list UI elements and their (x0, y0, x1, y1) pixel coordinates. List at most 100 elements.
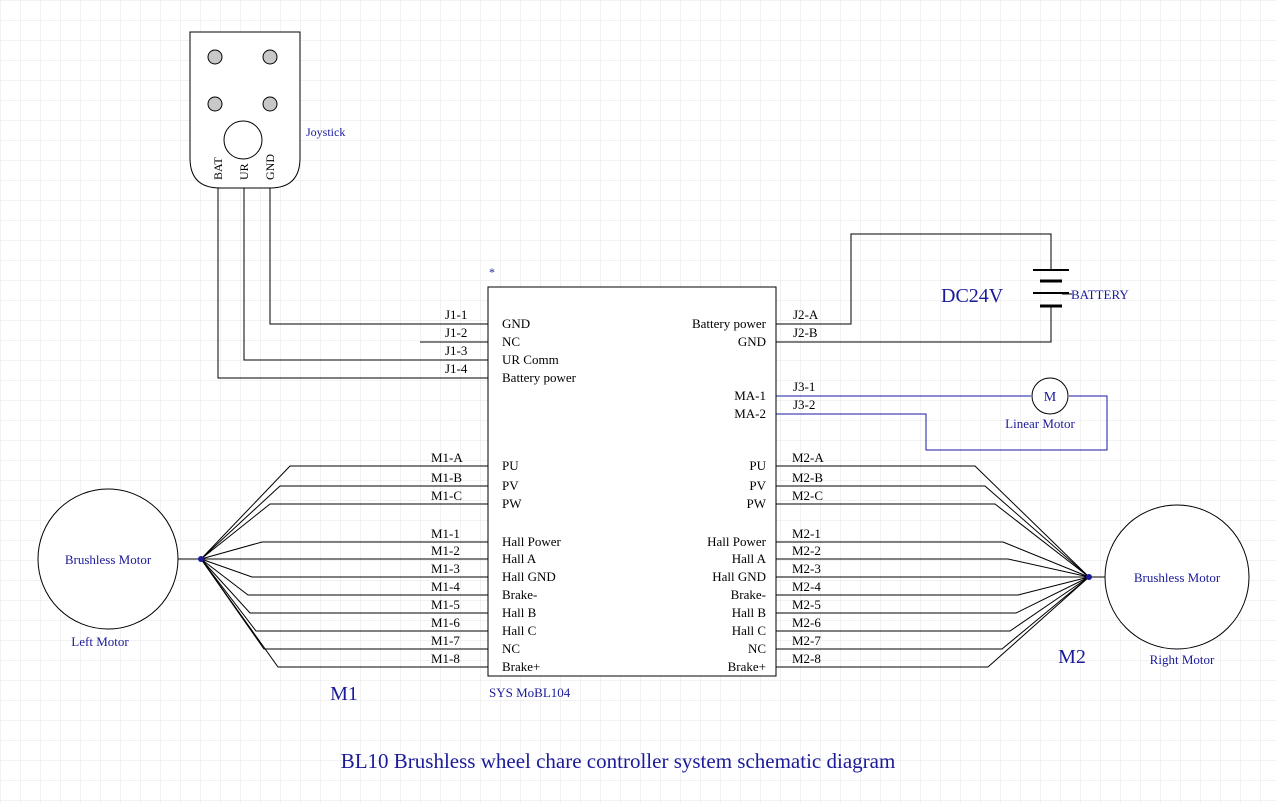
right-pin-label: GND (738, 334, 766, 349)
joystick-body (189, 31, 301, 189)
wire-label-m1: M1-6 (431, 615, 460, 630)
right-pin-label: Battery power (692, 316, 767, 331)
controller-marker: * (489, 265, 495, 279)
wire-label-m2: M2-3 (792, 561, 821, 576)
left-pin-label: PV (502, 478, 519, 493)
wire-label-m1: M1-2 (431, 543, 460, 558)
wires (178, 188, 1108, 668)
wire-label-m2: M2-B (792, 470, 823, 485)
shapes (37, 31, 1250, 677)
right-pin-label: NC (748, 641, 766, 656)
left-pin-label: NC (502, 334, 520, 349)
wire-label-m1: M1-1 (431, 526, 460, 541)
wire-label-j1: J1-3 (445, 343, 467, 358)
wire-m1 (200, 503, 488, 560)
left-pin-label: NC (502, 641, 520, 656)
joystick-hole (262, 96, 278, 112)
left-pin-label: Battery power (502, 370, 577, 385)
wire-label-m2: M2-C (792, 488, 823, 503)
wire-label-m1: M1-A (431, 450, 463, 465)
wire-m2 (776, 576, 1090, 632)
linear-motor-letter: M (1044, 390, 1057, 405)
wire-m2 (776, 576, 1090, 650)
wire-label-m2: M2-A (792, 450, 824, 465)
wire-m2 (776, 465, 1090, 578)
wire-j1-1 (269, 188, 488, 325)
wire-label-m2: M2-6 (792, 615, 821, 630)
joystick-pin-label: UR (237, 163, 251, 180)
wire-label-m2: M2-1 (792, 526, 821, 541)
joystick-hole (207, 49, 223, 65)
right-pin-label: Hall A (732, 551, 767, 566)
wire-label-j1: J1-4 (445, 361, 468, 376)
left-pin-label: Hall Power (502, 534, 562, 549)
right-pin-label: Hall B (732, 605, 767, 620)
wire-m1 (200, 485, 488, 560)
left-pin-label: PW (502, 496, 522, 511)
right-pin-label: Hall GND (712, 569, 766, 584)
diagram-title: BL10 Brushless wheel chare controller sy… (341, 749, 896, 773)
right-pin-label: Brake- (731, 587, 766, 602)
wire-m2 (776, 576, 1090, 614)
right-motor-junction (1086, 574, 1092, 580)
wire-label-m2: M2-7 (792, 633, 821, 648)
left-pin-label: Hall A (502, 551, 537, 566)
linear-motor-label: Linear Motor (1005, 416, 1075, 431)
battery-label: BATTERY (1071, 287, 1129, 302)
wire-m1 (200, 541, 488, 560)
left-pin-label: Hall B (502, 605, 537, 620)
joystick-knob (223, 120, 263, 160)
wire-label-m1: M1-C (431, 488, 462, 503)
wire-label-m2: M2-4 (792, 579, 821, 594)
left-pin-label: Hall GND (502, 569, 556, 584)
wire-m1 (200, 558, 488, 632)
right-pin-label: PW (747, 496, 767, 511)
wire-label-m1: M1-B (431, 470, 462, 485)
right-motor-body-label: Brushless Motor (1134, 570, 1221, 585)
wire-j1-4 (217, 188, 488, 379)
wire-label-m1: M1-8 (431, 651, 460, 666)
linear-motor-symbol (1031, 377, 1069, 415)
left-pin-label: Hall C (502, 623, 536, 638)
joystick-pin-label: GND (263, 154, 277, 180)
wire-m2 (776, 503, 1090, 578)
controller-box (487, 286, 777, 677)
wire-m1 (200, 558, 488, 578)
right-pin-label: Brake+ (728, 659, 766, 674)
wire-j2-a (776, 233, 1052, 325)
wire-label-m1: M1-3 (431, 561, 460, 576)
wire-label-j1: J1-1 (445, 307, 467, 322)
left-motor-circle (37, 488, 179, 630)
left-motor-group: M1 (330, 683, 358, 705)
wire-j3-2 (776, 395, 1108, 451)
wire-m1 (200, 558, 488, 614)
left-pin-label: UR Comm (502, 352, 559, 367)
controller-name: SYS MoBL104 (489, 685, 571, 700)
wire-j2-b (776, 306, 1052, 343)
right-pin-label: Hall C (732, 623, 766, 638)
left-pin-label: Brake- (502, 587, 537, 602)
right-motor-label: Right Motor (1150, 652, 1215, 667)
left-motor-body-label: Brushless Motor (65, 552, 152, 567)
joystick-hole (262, 49, 278, 65)
left-pin-label: Brake+ (502, 659, 540, 674)
wire-label-m1: M1-7 (431, 633, 460, 648)
wire-label-m2: M2-8 (792, 651, 821, 666)
left-motor-junction (198, 556, 204, 562)
right-pin-label: MA-1 (734, 388, 766, 403)
battery-voltage: DC24V (941, 285, 1004, 307)
wire-m2 (776, 485, 1090, 578)
wire-m2 (776, 576, 1090, 668)
wire-label-j2: J2-B (793, 325, 818, 340)
wire-m2 (776, 541, 1090, 578)
right-pin-label: MA-2 (734, 406, 766, 421)
wire-label-j3: J3-2 (793, 397, 815, 412)
left-pin-label: GND (502, 316, 530, 331)
joystick-label: Joystick (306, 125, 345, 139)
right-pin-label: PU (749, 458, 766, 473)
wire-label-m2: M2-2 (792, 543, 821, 558)
joystick-hole (207, 96, 223, 112)
wire-label-j2: J2-A (793, 307, 819, 322)
